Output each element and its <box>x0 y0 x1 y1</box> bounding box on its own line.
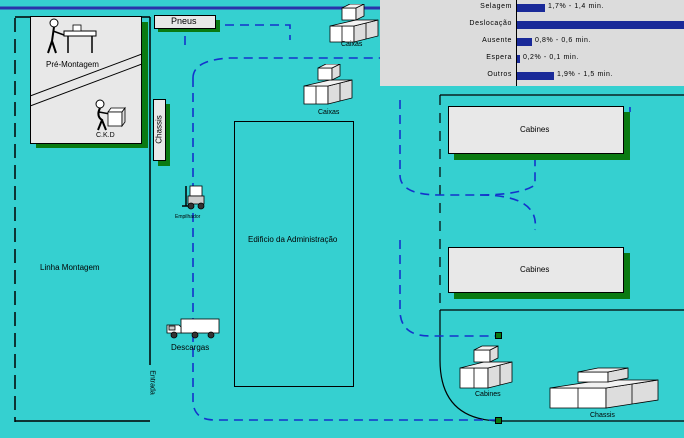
entrada-label: Entrada <box>148 370 156 395</box>
stat-bar <box>517 55 520 63</box>
path-main-loop <box>192 57 385 79</box>
cabines-1-label: Cabines <box>520 125 550 134</box>
stat-row: Deslocação <box>380 19 684 31</box>
edificio-label: Edificio da Administração <box>248 235 338 244</box>
chassis-storage-boxes-icon <box>549 367 659 409</box>
descargas-label: Descargas <box>171 343 210 352</box>
worker-box-icon <box>95 99 126 131</box>
ckd-label: C.K.D <box>96 132 115 139</box>
marker-upper <box>495 332 502 339</box>
stat-bar <box>517 72 554 80</box>
stats-axis-line <box>516 0 517 86</box>
stat-row: Selagem 1,7% - 1,4 min. <box>380 2 684 14</box>
stat-bar <box>517 21 684 29</box>
stat-name: Ausente <box>482 37 512 44</box>
marker-lower <box>495 417 502 424</box>
caixas-mid-boxes-icon <box>303 64 353 105</box>
path-lower-link <box>399 240 497 337</box>
stat-name: Selagem <box>480 3 512 10</box>
pre-montagem-label: Pré-Montagem <box>46 60 99 69</box>
stat-bar <box>517 4 545 12</box>
stat-value: 0,2% - 0,1 min. <box>523 54 580 61</box>
stat-row: Outros 1,9% - 1,5 min. <box>380 70 684 82</box>
empilhador-label: Empilhador <box>175 214 201 220</box>
stat-row: Ausente 0,8% - 0,6 min. <box>380 36 684 48</box>
stat-row: Espera 0,2% - 0,1 min. <box>380 53 684 65</box>
path-left-vertical <box>192 78 497 421</box>
stat-value: 1,9% - 1,5 min. <box>557 71 614 78</box>
cabines-2-area <box>448 247 624 293</box>
stat-name: Espera <box>486 54 512 61</box>
forklift-icon <box>182 185 205 210</box>
truck-icon <box>166 318 220 339</box>
pre-montagem-divider <box>30 53 142 107</box>
caixas-top-label: Caixas <box>341 41 363 48</box>
pneus-area <box>154 15 216 29</box>
cabines-storage-boxes-icon <box>459 345 513 389</box>
chassis-vertical-area <box>153 99 166 161</box>
administration-building <box>234 121 354 387</box>
chassis-vertical-label: Chassis <box>154 115 164 144</box>
cabines-2-label: Cabines <box>520 265 550 274</box>
stat-name: Deslocação <box>469 20 512 27</box>
cabines-storage-label: Cabines <box>475 391 501 398</box>
worker-table-icon <box>47 18 97 54</box>
stat-name: Outros <box>487 71 512 78</box>
caixas-top-boxes-icon <box>329 4 379 43</box>
pneus-label: Pneus <box>171 16 197 26</box>
chassis-storage-label: Chassis <box>590 412 615 419</box>
stat-value: 1,7% - 1,4 min. <box>548 3 605 10</box>
caixas-mid-label: Caixas <box>318 109 340 116</box>
path-cabines-2 <box>479 194 537 231</box>
stat-value: 0,8% - 0,6 min. <box>535 37 592 44</box>
cabines-1-area <box>448 106 624 154</box>
stat-bar <box>517 38 532 46</box>
path-cabines-link <box>399 100 536 196</box>
linha-montagem-label: Linha Montagem <box>40 263 100 272</box>
